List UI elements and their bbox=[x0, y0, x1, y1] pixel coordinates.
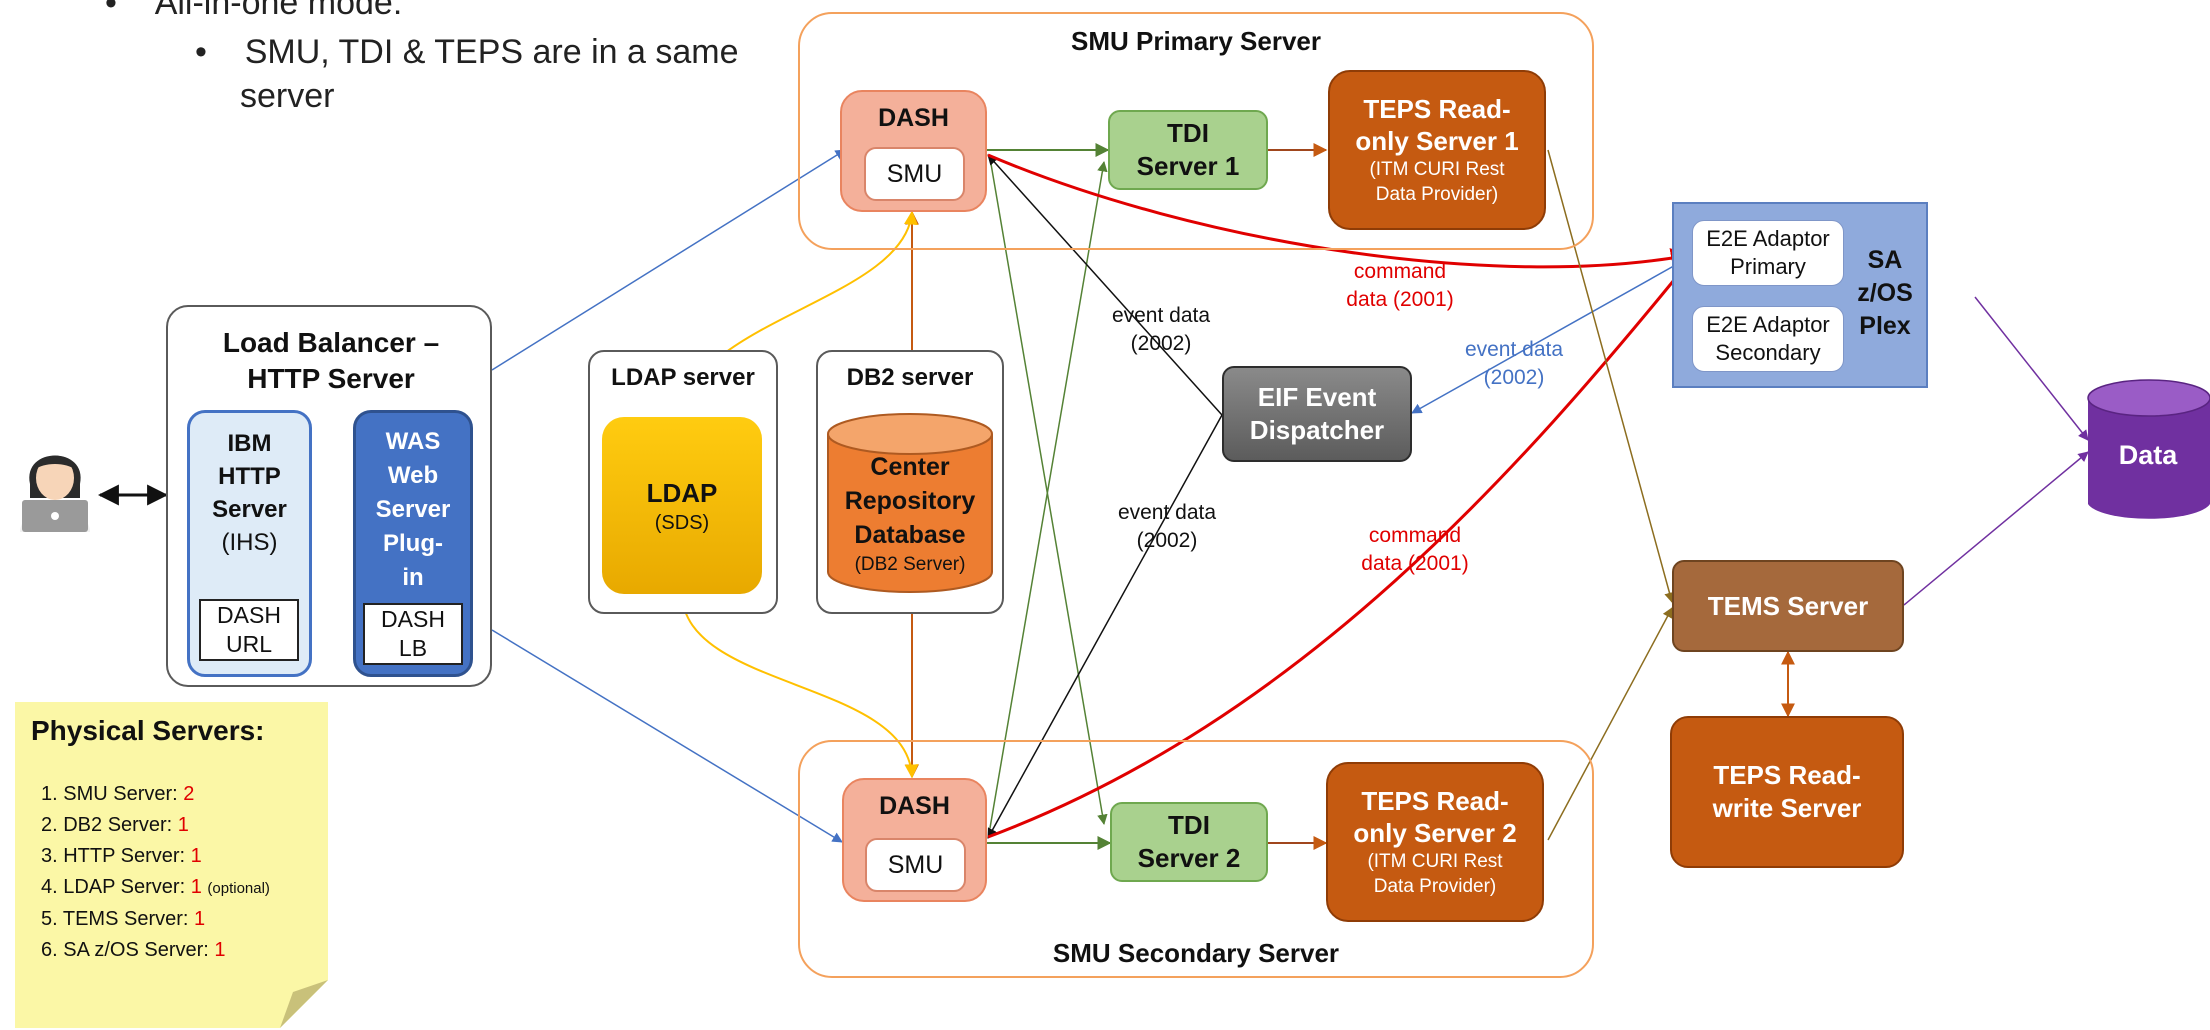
data-store-label: Data bbox=[2118, 440, 2178, 470]
event-data-label-right: event data (2002) bbox=[1464, 338, 1564, 389]
dash-lb-label: DASH LB bbox=[363, 603, 463, 665]
eif-dash1-arrow bbox=[987, 154, 1223, 416]
physical-servers-list: 1. SMU Server: 2 2. DB2 Server: 1 3. HTT… bbox=[41, 779, 270, 966]
command-data-label-upper: command data (2001) bbox=[1346, 260, 1454, 311]
ihs-box: IBM HTTP Server (IHS) DASH URL bbox=[187, 410, 312, 677]
bullet-level2: • SMU, TDI & TEPS are in a same server bbox=[195, 30, 739, 118]
sa-zos-plex-label: SA z/OS Plex bbox=[1857, 246, 1913, 340]
ldap-sub-label: (SDS) bbox=[654, 511, 710, 534]
sa-zos-plex-box: E2E Adaptor Primary E2E Adaptor Secondar… bbox=[1672, 202, 1928, 388]
command-data-label-lower: command data (2001) bbox=[1361, 524, 1469, 575]
tems-data-arrow bbox=[1903, 451, 2089, 606]
load-balancer-title: Load Balancer – HTTP Server bbox=[222, 327, 440, 394]
bullet-dot: • bbox=[105, 0, 155, 22]
bullet-level2-text: SMU, TDI & TEPS are in a same bbox=[244, 33, 739, 71]
data-store-icon bbox=[2087, 379, 2210, 519]
event-data-label-upper-left: event data (2002) bbox=[1111, 304, 1211, 355]
e2e-adaptor-secondary: E2E Adaptor Secondary bbox=[1692, 306, 1844, 372]
dash2-tdi1-arrow bbox=[989, 160, 1108, 829]
was-plugin-label: WAS Web Server Plug- in bbox=[375, 428, 451, 591]
physical-servers-note: Physical Servers: 1. SMU Server: 2 2. DB… bbox=[15, 702, 313, 1002]
teps2-tems-arrow bbox=[1547, 607, 1673, 841]
dash2-e2e-command-arrow bbox=[987, 256, 1694, 839]
tdi-server-1-box: TDI Server 1 bbox=[1108, 110, 1268, 190]
saplex-eif-arrow bbox=[1411, 257, 1689, 414]
event-data-label-lower-left: event data (2002) bbox=[1117, 501, 1217, 552]
dash1-e2e-command-arrow bbox=[987, 153, 1693, 269]
lb-dash-secondary-arrow bbox=[491, 629, 843, 843]
smu-primary-label: SMU bbox=[864, 147, 965, 201]
teps-readonly-2-box: TEPS Read- only Server 2 (ITM CURI Rest … bbox=[1326, 762, 1544, 922]
tdi-server-2-box: TDI Server 2 bbox=[1110, 802, 1268, 882]
list-item: 2. DB2 Server: 1 bbox=[41, 814, 189, 836]
smu-secondary-title: SMU Secondary Server bbox=[1052, 938, 1340, 968]
ldap-server-title: LDAP server bbox=[611, 364, 755, 391]
e2e-adaptor-primary: E2E Adaptor Primary bbox=[1692, 220, 1844, 286]
ihs-label: IBM HTTP Server (IHS) bbox=[212, 430, 287, 556]
db2-label: Center Repository Database (DB2 Server) bbox=[844, 453, 976, 575]
dash-primary-box: DASH SMU bbox=[840, 90, 987, 212]
teps-readwrite-box: TEPS Read- write Server bbox=[1670, 716, 1904, 868]
bullet-level1: • All-in-one mode: bbox=[105, 0, 402, 23]
smu-secondary-frame: SMU Secondary Server bbox=[798, 740, 1594, 978]
sticky-note-background bbox=[15, 702, 328, 1028]
list-item: 3. HTTP Server: 1 bbox=[41, 845, 202, 867]
teps-readonly-1-box: TEPS Read- only Server 1 (ITM CURI Rest … bbox=[1328, 70, 1546, 230]
dash-secondary-box: DASH SMU bbox=[842, 778, 987, 902]
user-laptop-icon bbox=[20, 455, 90, 532]
smu-secondary-label: SMU bbox=[865, 838, 966, 892]
tems-server-box: TEMS Server bbox=[1672, 560, 1904, 652]
eif-dash2-arrow bbox=[987, 414, 1223, 839]
list-item: 6. SA z/OS Server: 1 bbox=[41, 939, 226, 961]
list-item: 1. SMU Server: 2 bbox=[41, 783, 195, 805]
eif-event-dispatcher-box: EIF Event Dispatcher bbox=[1222, 366, 1412, 462]
bullet-level2-text-cont: server bbox=[240, 77, 335, 115]
saplex-data-arrow bbox=[1974, 296, 2089, 441]
smu-primary-title: SMU Primary Server bbox=[1070, 26, 1322, 56]
list-item: 4. LDAP Server: 1 (optional) bbox=[41, 876, 270, 898]
dash-secondary-label: DASH bbox=[879, 792, 950, 820]
ldap-box: LDAP (SDS) bbox=[602, 417, 762, 594]
physical-servers-title: Physical Servers: bbox=[31, 715, 265, 746]
dash-url-label: DASH URL bbox=[199, 599, 299, 661]
db2-server-title: DB2 server bbox=[846, 364, 974, 391]
db2-database-icon bbox=[827, 413, 993, 593]
ldap-dash2-arrow bbox=[675, 592, 919, 779]
was-plugin-box: WAS Web Server Plug- in DASH LB bbox=[353, 410, 473, 677]
smu-primary-frame: SMU Primary Server bbox=[798, 12, 1594, 250]
bullet-dot: • bbox=[195, 33, 245, 71]
list-item: 5. TEMS Server: 1 bbox=[41, 908, 206, 930]
ldap-label: LDAP bbox=[646, 477, 718, 508]
bullet-level1-text: All-in-one mode: bbox=[154, 0, 403, 22]
lb-dash-primary-arrow bbox=[491, 149, 846, 371]
dash-primary-label: DASH bbox=[878, 104, 949, 132]
